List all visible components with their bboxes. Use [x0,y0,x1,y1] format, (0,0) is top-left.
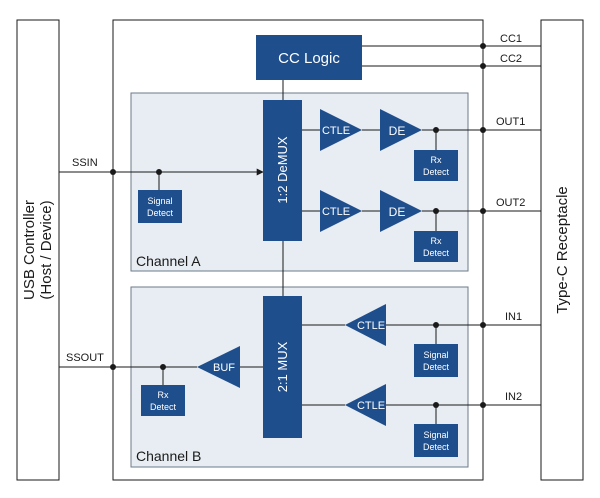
de1-triangle [380,109,422,151]
ctle-a2-triangle [320,190,362,232]
rx-detect-out2-line1: Rx [431,236,442,246]
signal-detect-a-line2: Detect [147,208,174,218]
junction-ssin-left [110,169,116,175]
junction-ssout-left [110,364,116,370]
ctle-a1-triangle [320,109,362,151]
channel-a-label: Channel A [136,253,201,269]
junction-out2-detect [433,208,439,214]
channel-b-label: Channel B [136,448,201,464]
junction-in2-edge [480,402,486,408]
ctle-a2-label: CTLE [322,206,350,218]
ssout-label: SSOUT [66,352,104,364]
ctle-b1-label: CTLE [357,320,385,332]
junction-in2-detect [433,402,439,408]
de2-label: DE [389,205,406,219]
cc-logic-label: CC Logic [278,50,340,67]
junction-out2-edge [480,208,486,214]
signal-detect-in2-line2: Detect [423,442,450,452]
rx-detect-out2-block [414,231,458,262]
rx-detect-ssout-block [141,385,185,416]
junction-ssout-detect [160,364,166,370]
demux-label: 1:2 DeMUX [275,136,290,204]
junction-in1-detect [433,322,439,328]
junction-in1-edge [480,322,486,328]
cc2-label: CC2 [500,53,522,65]
ctle-b2-label: CTLE [357,400,385,412]
junction-out1-edge [480,127,486,133]
ssin-label: SSIN [72,157,98,169]
signal-detect-a-block [138,190,182,223]
demux-block [263,100,302,241]
cc1-label: CC1 [500,33,522,45]
mux-block [263,296,302,438]
cc-logic-block [256,35,362,80]
ctle-a1-label: CTLE [322,125,350,137]
rx-detect-ssout-line1: Rx [158,390,169,400]
out1-label: OUT1 [496,116,525,128]
de1-label: DE [389,124,406,138]
signal-detect-in2-line1: Signal [423,430,448,440]
ctle-b1-triangle [345,304,386,346]
signal-detect-in1-line1: Signal [423,350,448,360]
signal-detect-in1-block [414,344,458,377]
rx-detect-out2-line2: Detect [423,248,450,258]
usb-controller-label-line2: (Host / Device) [38,200,55,299]
signal-detect-a-line1: Signal [147,196,172,206]
junction-ssin-detect [156,169,162,175]
buf-label: BUF [213,362,235,374]
rx-detect-out1-line1: Rx [431,155,442,165]
de2-triangle [380,190,422,232]
in1-label: IN1 [505,311,522,323]
buf-triangle [197,346,240,388]
rx-detect-ssout-line2: Detect [150,402,177,412]
mux-label: 2:1 MUX [275,341,290,392]
out2-label: OUT2 [496,197,525,209]
in2-label: IN2 [505,391,522,403]
rx-detect-out1-block [414,150,458,181]
signal-detect-in2-block [414,424,458,457]
signal-detect-in1-line2: Detect [423,362,450,372]
junction-out1-detect [433,127,439,133]
junction-cc2 [480,63,486,69]
usb-controller-label-line1: USB Controller [21,200,38,300]
type-c-receptacle-box [540,19,584,481]
type-c-receptacle-label: Type-C Receptacle [554,186,571,314]
ctle-b2-triangle [345,384,386,426]
usb-controller-box [16,19,60,481]
rx-detect-out1-line2: Detect [423,167,450,177]
junction-cc1 [480,43,486,49]
